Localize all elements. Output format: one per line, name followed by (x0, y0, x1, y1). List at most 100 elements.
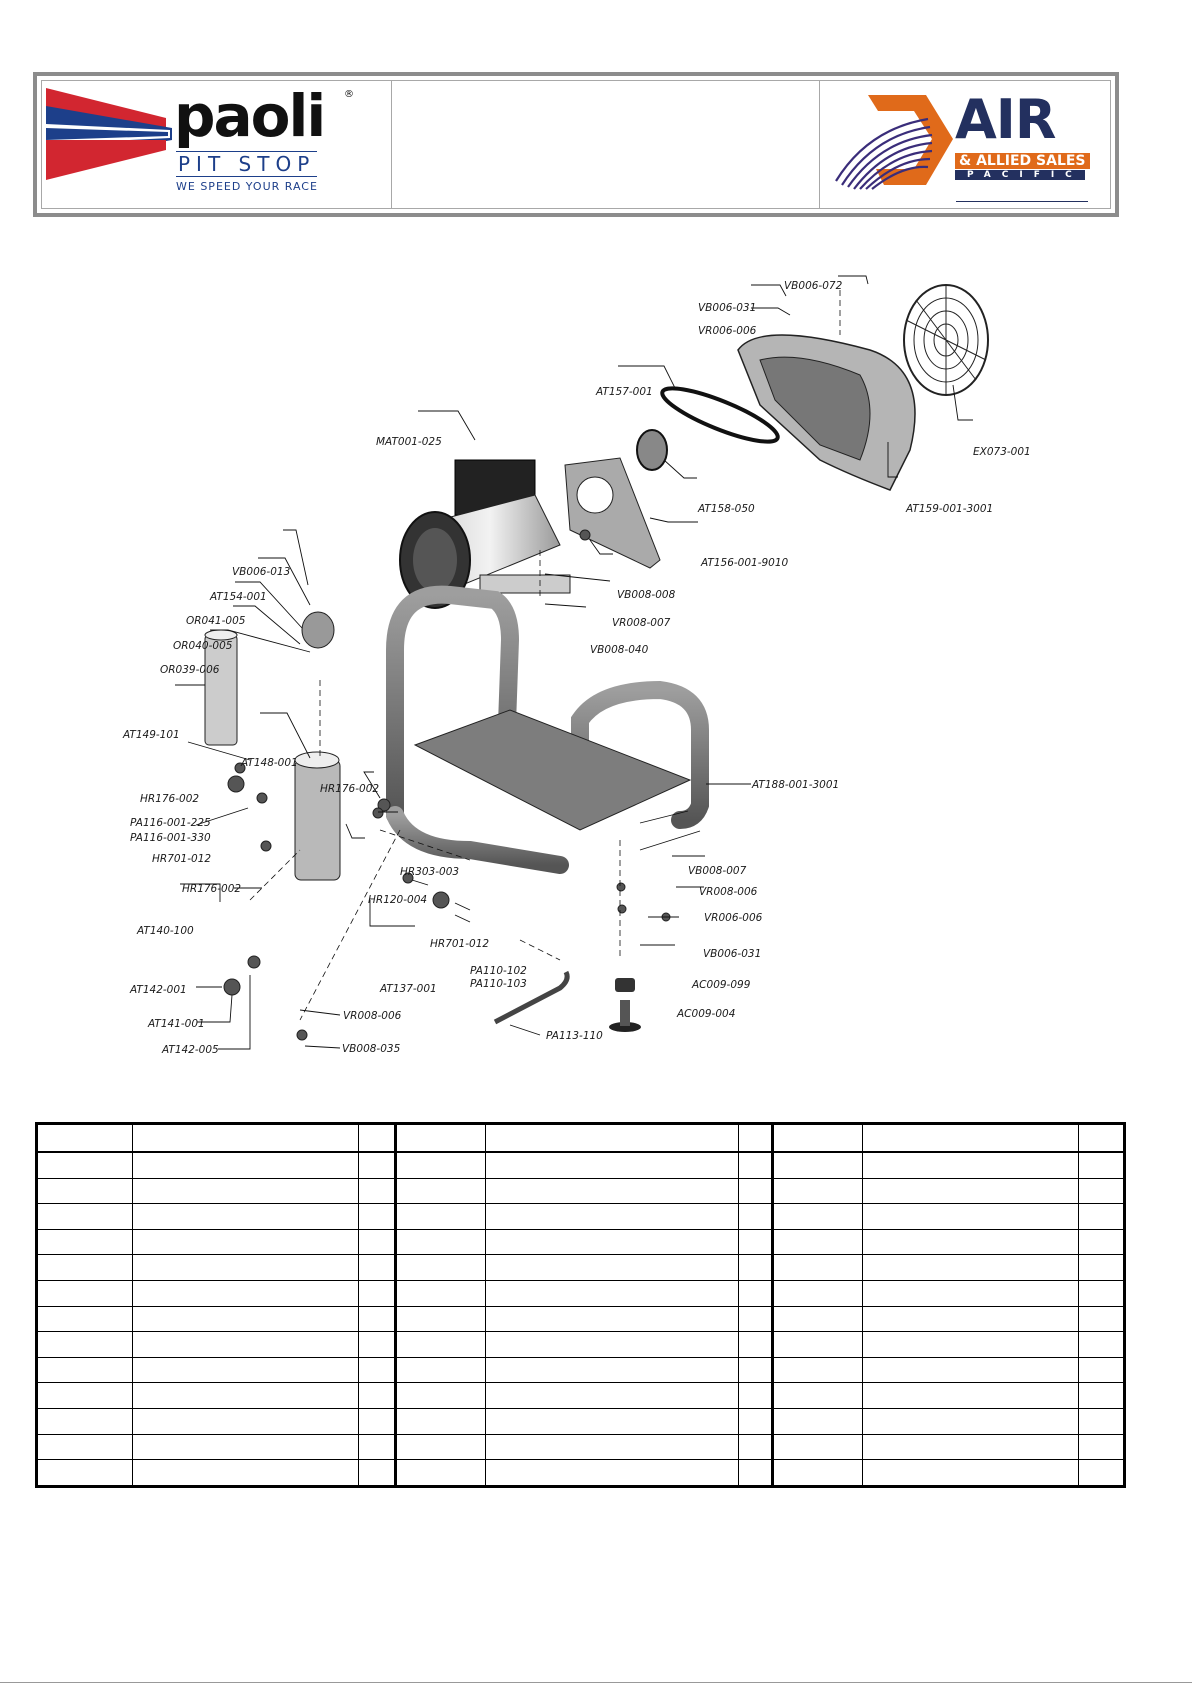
part-label: VB006-031 (703, 948, 761, 960)
table-row (36, 1407, 1125, 1435)
table-cell (772, 1203, 863, 1230)
part-label: AT142-001 (129, 984, 187, 996)
table-row (36, 1177, 1125, 1205)
pacific-label: PACIFIC (955, 170, 1085, 180)
table-cell (772, 1331, 863, 1358)
table-cell (132, 1356, 359, 1384)
table-cell (738, 1279, 774, 1307)
table-cell (772, 1459, 863, 1487)
document-header: paoli ® PIT STOP WE SPEED YOUR RACE AIR (33, 72, 1119, 217)
table-cell (485, 1331, 739, 1358)
air-tank (204, 611, 341, 881)
table-cell (772, 1407, 863, 1435)
table-cell (358, 1228, 397, 1256)
table-cell (132, 1459, 359, 1487)
air-logo-underline (956, 201, 1088, 202)
electric-motor (399, 459, 571, 609)
table-cell (738, 1228, 774, 1256)
table-cell (132, 1433, 359, 1461)
table-cell (358, 1279, 397, 1307)
exploded-parts-diagram: VB006-072 VB006-031 VR006-006 AT157-001 … (0, 260, 1192, 1080)
part-label: VR006-006 (698, 325, 757, 337)
table-cell (1078, 1228, 1125, 1256)
table-cell (485, 1382, 739, 1409)
table-cell (132, 1382, 359, 1409)
table-cell (358, 1177, 397, 1205)
table-row (36, 1279, 1125, 1307)
table-cell (1078, 1433, 1125, 1461)
part-labels: VB006-072 VB006-031 VR006-006 AT157-001 … (122, 280, 1031, 1056)
table-cell (395, 1228, 486, 1256)
bracket-hole (576, 476, 614, 514)
table-cell (358, 1305, 397, 1333)
table-cell (738, 1151, 774, 1179)
part-label: AT140-100 (136, 925, 194, 937)
table-cell (862, 1305, 1079, 1333)
table-cell (358, 1331, 397, 1358)
table-cell (738, 1433, 774, 1461)
table-row (36, 1331, 1125, 1358)
table-cell (395, 1331, 486, 1358)
table-cell (485, 1203, 739, 1230)
table-cell (395, 1382, 486, 1409)
table-row (36, 1356, 1125, 1384)
table-cell (862, 1177, 1079, 1205)
table-cell (772, 1151, 863, 1179)
table-cell (395, 1279, 486, 1307)
table-cell (862, 1331, 1079, 1358)
table-cell (36, 1331, 133, 1358)
table-cell (395, 1177, 486, 1205)
fan-grill (903, 284, 989, 396)
table-row (36, 1433, 1125, 1461)
table-cell (1078, 1382, 1125, 1409)
air-hose (493, 970, 570, 1025)
part-label: HR701-012 (152, 853, 211, 865)
part-label: AC009-004 (676, 1008, 735, 1020)
part-label: PA116-001-330 (130, 832, 211, 844)
part-label: OR039-006 (160, 664, 220, 676)
base-plate (413, 709, 692, 831)
part-label: HR120-004 (368, 894, 427, 906)
table-cell (485, 1151, 739, 1179)
table-cell (395, 1459, 486, 1487)
table-cell (1078, 1407, 1125, 1435)
table-cell (36, 1356, 133, 1384)
table-cell (36, 1407, 133, 1435)
part-label: HR701-012 (430, 938, 489, 950)
part-label: AT159-001-3001 (905, 503, 993, 515)
table-cell (772, 1433, 863, 1461)
pulley (636, 429, 668, 471)
table-cell (132, 1279, 359, 1307)
table-cell (862, 1356, 1079, 1384)
part-label: VB006-031 (698, 302, 756, 314)
pit-stop-subtitle: PIT STOP (176, 151, 318, 177)
part-label: HR303-003 (400, 866, 459, 878)
table-cell (132, 1177, 359, 1205)
table-cell (772, 1382, 863, 1409)
table-cell (738, 1407, 774, 1435)
table-header-row (36, 1123, 1125, 1153)
air-swoosh-icon (835, 95, 953, 190)
belt (660, 386, 780, 444)
table-cell (358, 1254, 397, 1281)
table-cell (485, 1279, 739, 1307)
part-label: PA113-110 (546, 1030, 603, 1042)
table-cell (862, 1407, 1079, 1435)
table-cell (36, 1228, 133, 1256)
table-cell (738, 1305, 774, 1333)
table-cell (862, 1228, 1079, 1256)
diagram-svg: VB006-072 VB006-031 VR006-006 AT157-001 … (122, 275, 1031, 1056)
table-cell (862, 1433, 1079, 1461)
part-label: VB008-007 (688, 865, 747, 877)
part-label: VB008-008 (617, 589, 676, 601)
paoli-flag-icon (46, 88, 172, 180)
table-cell (772, 1177, 863, 1205)
part-label: VR008-006 (343, 1010, 402, 1022)
table-cell (772, 1279, 863, 1307)
table-cell (485, 1228, 739, 1256)
table-cell (36, 1203, 133, 1230)
table-cell (772, 1254, 863, 1281)
part-label: VB008-040 (590, 644, 649, 656)
table-cell (132, 1407, 359, 1435)
table-cell (862, 1279, 1079, 1307)
